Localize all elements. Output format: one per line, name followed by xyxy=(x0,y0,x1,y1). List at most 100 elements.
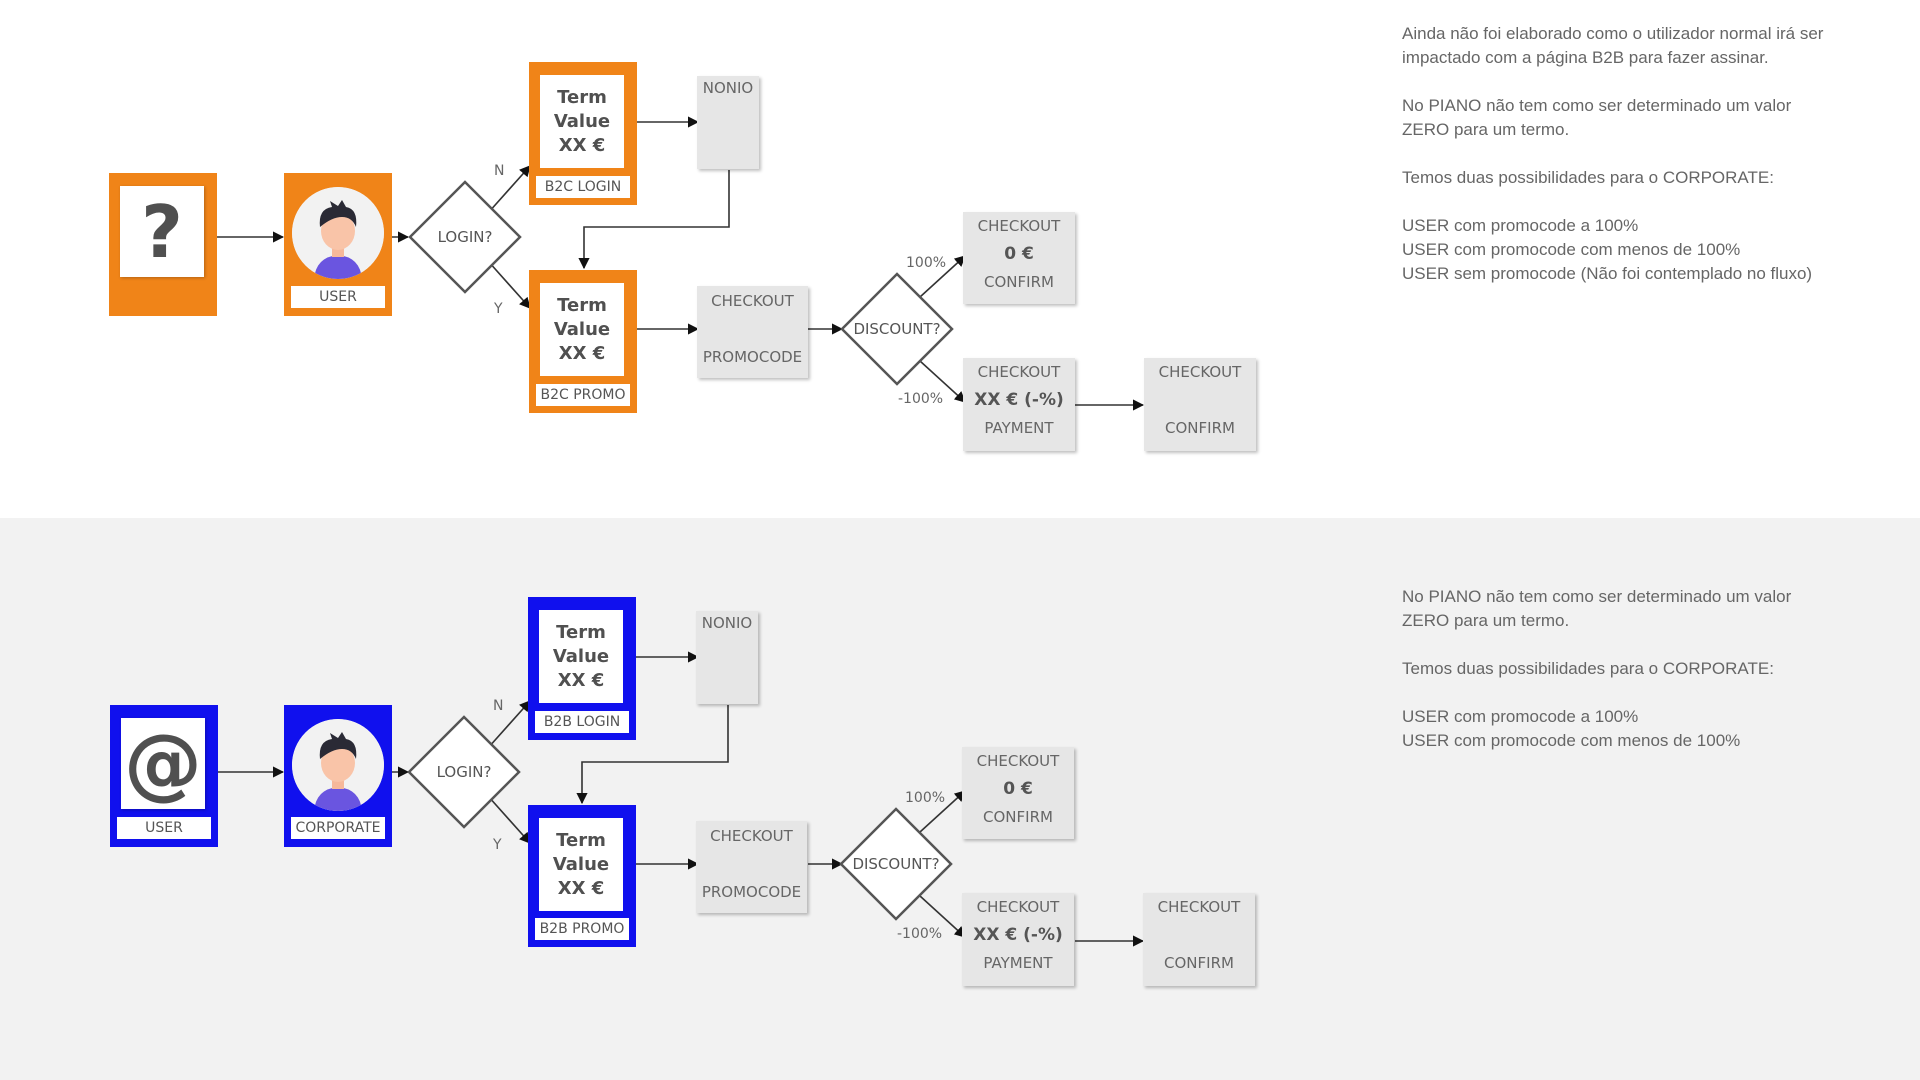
payment-label: PAYMENT xyxy=(984,419,1054,437)
email-user-label: USER xyxy=(117,817,211,839)
term-value-panel: Term Value XX € xyxy=(539,818,623,911)
checkout-promocode-box: CHECKOUT PROMOCODE xyxy=(696,821,807,913)
value-label: Value xyxy=(553,318,611,340)
note-line: USER com promocode com menos de 100% xyxy=(1402,731,1741,750)
checkout-title: CHECKOUT xyxy=(711,292,794,310)
at-sign-icon: @ xyxy=(121,718,205,809)
term-label: Term xyxy=(556,621,606,643)
branch-yes-label: Y xyxy=(493,837,502,853)
discounted-price: XX € (-%) xyxy=(974,390,1064,410)
value-label: Value xyxy=(552,853,610,875)
note-line xyxy=(1402,190,1823,214)
nonio-box: NONIO xyxy=(696,611,758,704)
price-label: XX € xyxy=(557,877,605,899)
b2c-promo-card: Term Value XX € B2C PROMO xyxy=(529,270,637,413)
note-line: impactado com a página B2B para fazer as… xyxy=(1402,48,1769,67)
note-line xyxy=(1402,70,1823,94)
discounted-price: XX € (-%) xyxy=(973,925,1063,945)
zero-price: 0 € xyxy=(1003,779,1033,799)
value-label: Value xyxy=(553,110,611,132)
term-label: Term xyxy=(557,86,607,108)
checkout-title: CHECKOUT xyxy=(1158,363,1242,381)
corporate-label: CORPORATE xyxy=(291,817,385,839)
term-value-panel: Term Value XX € xyxy=(540,283,624,376)
note-line: USER com promocode a 100% xyxy=(1402,707,1639,726)
person-icon xyxy=(292,187,384,279)
avatar xyxy=(292,719,384,811)
b2b-login-card: Term Value XX € B2B LOGIN xyxy=(528,597,636,740)
confirm-label: CONFIRM xyxy=(1165,419,1235,437)
checkout-zero-box: CHECKOUT 0 € CONFIRM xyxy=(963,212,1075,304)
checkout-promocode-box: CHECKOUT PROMOCODE xyxy=(697,286,808,378)
note-line: USER com promocode com menos de 100% xyxy=(1402,240,1741,259)
term-label: Term xyxy=(556,829,606,851)
price-label: XX € xyxy=(557,669,605,691)
partial-discount-label: -100% xyxy=(898,391,944,407)
note-line: Temos duas possibilidades para o CORPORA… xyxy=(1402,659,1774,678)
checkout-title: CHECKOUT xyxy=(1157,898,1241,916)
note-line: USER com promocode a 100% xyxy=(1402,216,1639,235)
confirm-label: CONFIRM xyxy=(1164,954,1234,972)
partial-discount-label: -100% xyxy=(897,926,943,942)
price-label: XX € xyxy=(558,134,606,156)
person-icon xyxy=(292,719,384,811)
confirm-label: CONFIRM xyxy=(983,808,1053,826)
discount-decision-label: DISCOUNT? xyxy=(852,855,940,873)
note-line: Ainda não foi elaborado como o utilizado… xyxy=(1402,24,1824,43)
note-line: USER sem promocode (Não foi contemplado … xyxy=(1402,264,1813,283)
payment-label: PAYMENT xyxy=(983,954,1053,972)
note-line: ZERO para um termo. xyxy=(1402,611,1570,630)
term-label: Term xyxy=(557,294,607,316)
notes-top: Ainda não foi elaborado como o utilizado… xyxy=(1402,22,1823,286)
user-box: USER xyxy=(284,173,392,316)
nonio-label: NONIO xyxy=(702,79,754,97)
email-source-box: @ USER xyxy=(110,705,218,847)
promocode-label: PROMOCODE xyxy=(702,348,803,366)
checkout-zero-box: CHECKOUT 0 € CONFIRM xyxy=(962,747,1074,839)
question-mark-icon: ? xyxy=(120,186,204,277)
note-line xyxy=(1402,681,1791,705)
checkout-payment-box: CHECKOUT XX € (-%) PAYMENT xyxy=(963,358,1075,451)
b2c-promo-tag: B2C PROMO xyxy=(536,384,630,406)
checkout-confirm-box: CHECKOUT CONFIRM xyxy=(1143,893,1255,986)
branch-no-label: N xyxy=(493,698,504,714)
full-discount-label: 100% xyxy=(906,255,947,271)
corporate-user-box: CORPORATE xyxy=(284,705,392,847)
note-line xyxy=(1402,633,1791,657)
b2b-login-tag: B2B LOGIN xyxy=(535,711,629,733)
avatar xyxy=(292,187,384,279)
note-line: No PIANO não tem como ser determinado um… xyxy=(1402,587,1792,606)
unknown-source-box: ? xyxy=(109,173,217,316)
note-line: No PIANO não tem como ser determinado um… xyxy=(1402,96,1792,115)
value-label: Value xyxy=(552,645,610,667)
nonio-label: NONIO xyxy=(701,614,753,632)
checkout-title: CHECKOUT xyxy=(977,363,1061,381)
branch-no-label: N xyxy=(494,163,505,179)
user-label: USER xyxy=(291,286,385,308)
checkout-payment-box: CHECKOUT XX € (-%) PAYMENT xyxy=(962,893,1074,986)
promocode-label: PROMOCODE xyxy=(701,883,802,901)
note-line xyxy=(1402,142,1823,166)
b2c-login-card: Term Value XX € B2C LOGIN xyxy=(529,62,637,205)
branch-yes-label: Y xyxy=(494,301,503,317)
term-value-panel: Term Value XX € xyxy=(539,610,623,703)
login-decision-label: LOGIN? xyxy=(437,228,493,246)
nonio-box: NONIO xyxy=(697,76,759,169)
checkout-title: CHECKOUT xyxy=(976,752,1060,770)
login-decision-label: LOGIN? xyxy=(436,763,492,781)
checkout-title: CHECKOUT xyxy=(976,898,1060,916)
confirm-label: CONFIRM xyxy=(984,273,1054,291)
note-line: Temos duas possibilidades para o CORPORA… xyxy=(1402,168,1774,187)
b2b-promo-tag: B2B PROMO xyxy=(535,918,629,940)
checkout-title: CHECKOUT xyxy=(977,217,1061,235)
note-line: ZERO para um termo. xyxy=(1402,120,1570,139)
checkout-title: CHECKOUT xyxy=(710,827,793,845)
b2c-login-tag: B2C LOGIN xyxy=(536,176,630,198)
price-label: XX € xyxy=(558,342,606,364)
discount-decision-label: DISCOUNT? xyxy=(853,320,941,338)
zero-price: 0 € xyxy=(1004,244,1034,264)
term-value-panel: Term Value XX € xyxy=(540,75,624,168)
notes-bottom: No PIANO não tem como ser determinado um… xyxy=(1402,585,1791,753)
checkout-confirm-box: CHECKOUT CONFIRM xyxy=(1144,358,1256,451)
full-discount-label: 100% xyxy=(905,790,946,806)
